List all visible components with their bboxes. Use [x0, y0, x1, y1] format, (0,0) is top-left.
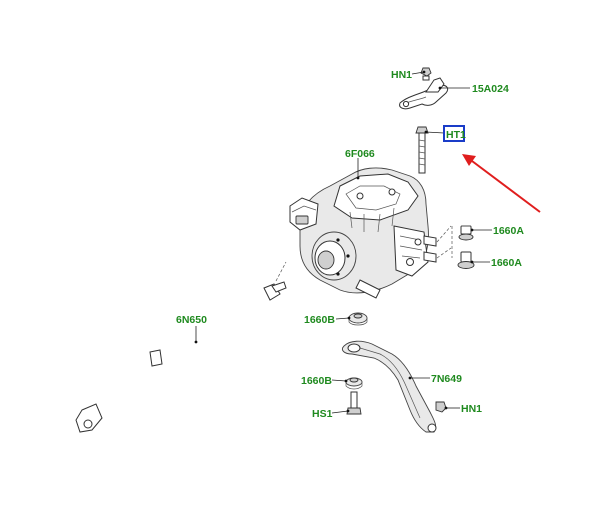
callout-6n650: 6N650	[176, 314, 207, 326]
callout-1660a-upper: 1660A	[493, 225, 524, 237]
callout-1660b-lower: 1660B	[301, 375, 332, 387]
mount-1660a-lower	[457, 251, 475, 269]
bush-1660b-upper	[348, 312, 368, 326]
nut-hn1-top	[420, 67, 432, 81]
callout-15a024: 15A024	[472, 83, 509, 95]
red-arrow	[462, 154, 541, 213]
callout-hn1-top: HN1	[391, 69, 412, 81]
nut-hn1-bottom	[435, 401, 447, 413]
breather-cap	[289, 197, 319, 231]
callout-hs1: HS1	[312, 408, 333, 420]
ht1-highlight-box	[443, 125, 465, 142]
callout-7n649: 7N649	[431, 373, 462, 385]
bolt-hs1	[346, 391, 362, 415]
arm-7n649	[341, 340, 437, 433]
callout-ht1: HT1	[446, 129, 466, 141]
mount-1660a-upper	[458, 225, 474, 241]
callout-1660a-lower: 1660A	[491, 257, 522, 269]
callout-1660b-upper: 1660B	[304, 314, 335, 326]
callout-hn1-bottom: HN1	[461, 403, 482, 415]
leader-lines	[194, 70, 492, 414]
bush-1660b-lower	[345, 377, 363, 390]
output-flange	[311, 231, 357, 281]
stud-ht1	[415, 126, 429, 174]
callout-6f066: 6F066	[345, 148, 375, 160]
housing-6f066	[299, 167, 437, 299]
pipe-6n650	[75, 281, 287, 433]
bracket-15a024	[399, 77, 449, 110]
